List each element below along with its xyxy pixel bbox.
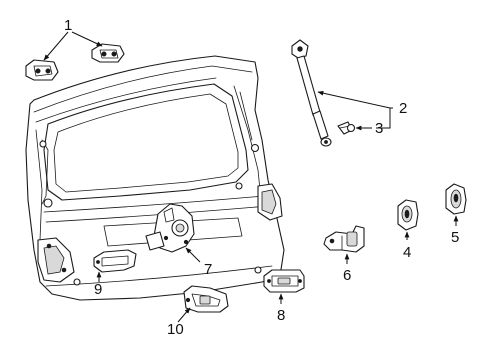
- callout-5: 5: [451, 229, 459, 246]
- liftgate-assembly: [25, 55, 285, 301]
- callout-6: 6: [343, 267, 351, 284]
- bumper-cushion-4: [397, 199, 419, 231]
- handle-switch: [263, 269, 305, 293]
- bumper-cushion-5: [445, 183, 467, 215]
- callout-3: 3: [375, 120, 383, 137]
- support-strut: [291, 39, 332, 147]
- callout-9: 9: [94, 281, 102, 298]
- callout-2: 2: [399, 100, 407, 117]
- callout-1: 1: [64, 17, 72, 34]
- hinge-right: [91, 43, 125, 63]
- callout-4: 4: [403, 244, 411, 261]
- callout-8: 8: [277, 307, 285, 324]
- callout-10: 10: [167, 321, 184, 338]
- latch-actuator: [323, 225, 365, 253]
- ball-stud: [337, 121, 356, 135]
- callout-7: 7: [204, 261, 212, 278]
- outside-handle: [93, 249, 137, 273]
- lock-bracket: [183, 285, 229, 313]
- hinge-left: [25, 59, 59, 81]
- door-latch: [145, 203, 195, 253]
- leader-lines: [43, 31, 459, 323]
